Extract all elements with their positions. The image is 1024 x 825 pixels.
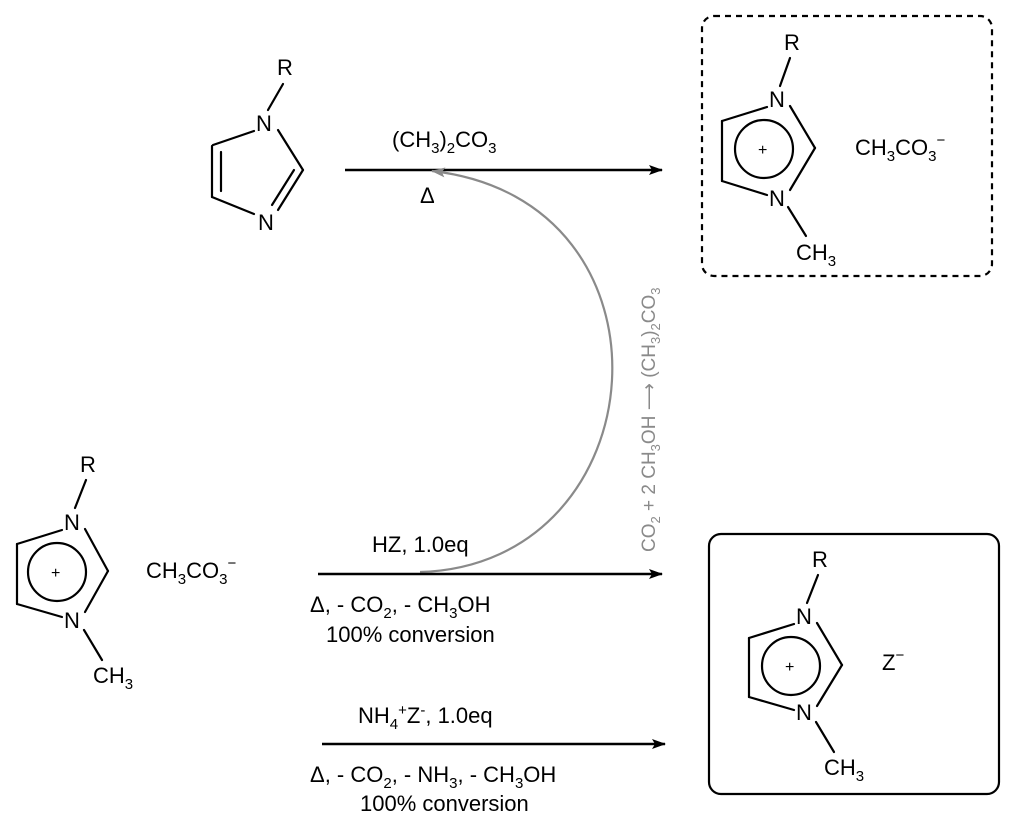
imidazole-reactant: R N N [210,55,305,235]
reagent-ammonium-salt: NH4+Z-, 1.0eq [358,702,493,733]
svg-text:R: R [80,452,96,477]
svg-text:N: N [64,608,80,633]
r-label: R [277,55,293,80]
product-1-box [700,14,994,278]
svg-text:R: R [784,30,800,55]
svg-text:CH3: CH3 [824,755,864,785]
r-bond [266,82,285,112]
svg-text:N: N [796,700,812,725]
n3-label: N [258,210,274,235]
recycle-arrow [419,167,614,574]
svg-text:CH3: CH3 [93,663,133,693]
svg-text:N: N [769,87,785,112]
n1-label: N [256,111,272,136]
svg-text:N: N [769,186,785,211]
svg-text:+: + [51,565,60,582]
svg-text:CH3: CH3 [796,240,836,270]
svg-text:N: N [64,510,80,535]
conditions-2: Δ, - CO2, - CH3OH [310,592,491,622]
conversion-3: 100% conversion [360,791,529,816]
conditions-3: Δ, - CO2, - NH3, - CH3OH [310,762,556,792]
reagent-dimethyl-carbonate: (CH3)2CO3 [392,127,496,157]
imidazolium-product-1: R N N + CH3 [720,30,836,270]
anion-methylcarbonate-reactant: CH3CO3− [146,555,236,588]
product-2-box [707,532,1001,796]
imidazolium-methylcarbonate-reactant: R N N + CH3 [15,452,133,693]
conversion-2: 100% conversion [326,622,495,647]
recycle-label: CO2 + 2 CH3OH ⟶ (CH3)2CO3 [639,287,663,552]
anion-z: Z− [882,647,904,675]
svg-text:+: + [785,659,794,676]
svg-text:+: + [758,142,767,159]
svg-text:R: R [812,547,828,572]
svg-text:N: N [796,604,812,629]
anion-methylcarbonate-1: CH3CO3− [855,132,945,165]
imidazolium-product-2: R N N + CH3 [747,547,864,785]
reagent-hz: HZ, 1.0eq [372,532,469,557]
heat-condition-1: Δ [420,183,435,208]
